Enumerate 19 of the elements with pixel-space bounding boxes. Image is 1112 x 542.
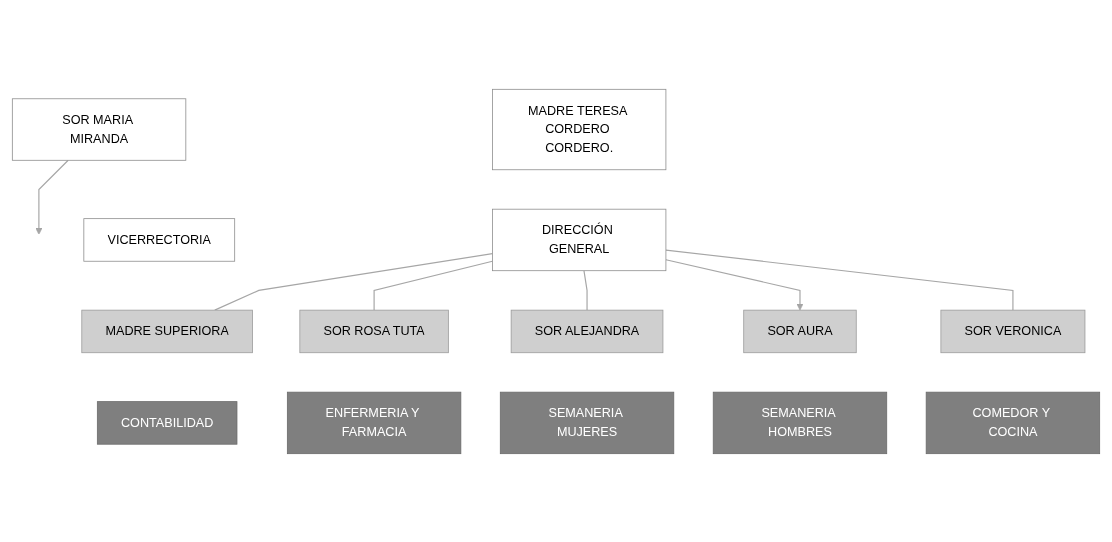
node-box: MADRE TERESA CORDERO CORDERO.	[492, 88, 667, 170]
node-box: COMEDOR Y COCINA	[925, 391, 1101, 454]
arrow	[665, 258, 804, 310]
connector	[373, 260, 493, 311]
node-box: CONTABILIDAD	[96, 400, 238, 445]
node-box: SEMANERIA HOMBRES	[712, 391, 888, 454]
node-box: VICERRECTORIA	[83, 217, 236, 262]
node-box: SOR VERONICA	[940, 309, 1086, 353]
node-box: ENFERMERIA Y FARMACIA	[286, 391, 462, 454]
node-box: SOR MARIA MIRANDA	[11, 97, 187, 161]
arrow	[35, 159, 69, 235]
node-box: SOR ROSA TUTA	[299, 309, 449, 353]
node-box: SOR AURA	[743, 309, 857, 353]
connector	[583, 269, 588, 311]
node-box: DIRECCIÓN GENERAL	[492, 208, 667, 271]
connector	[665, 248, 1014, 311]
node-box: SEMANERIA MUJERES	[499, 391, 675, 454]
node-box: MADRE SUPERIORA	[81, 309, 253, 353]
node-box: SOR ALEJANDRA	[510, 309, 664, 353]
